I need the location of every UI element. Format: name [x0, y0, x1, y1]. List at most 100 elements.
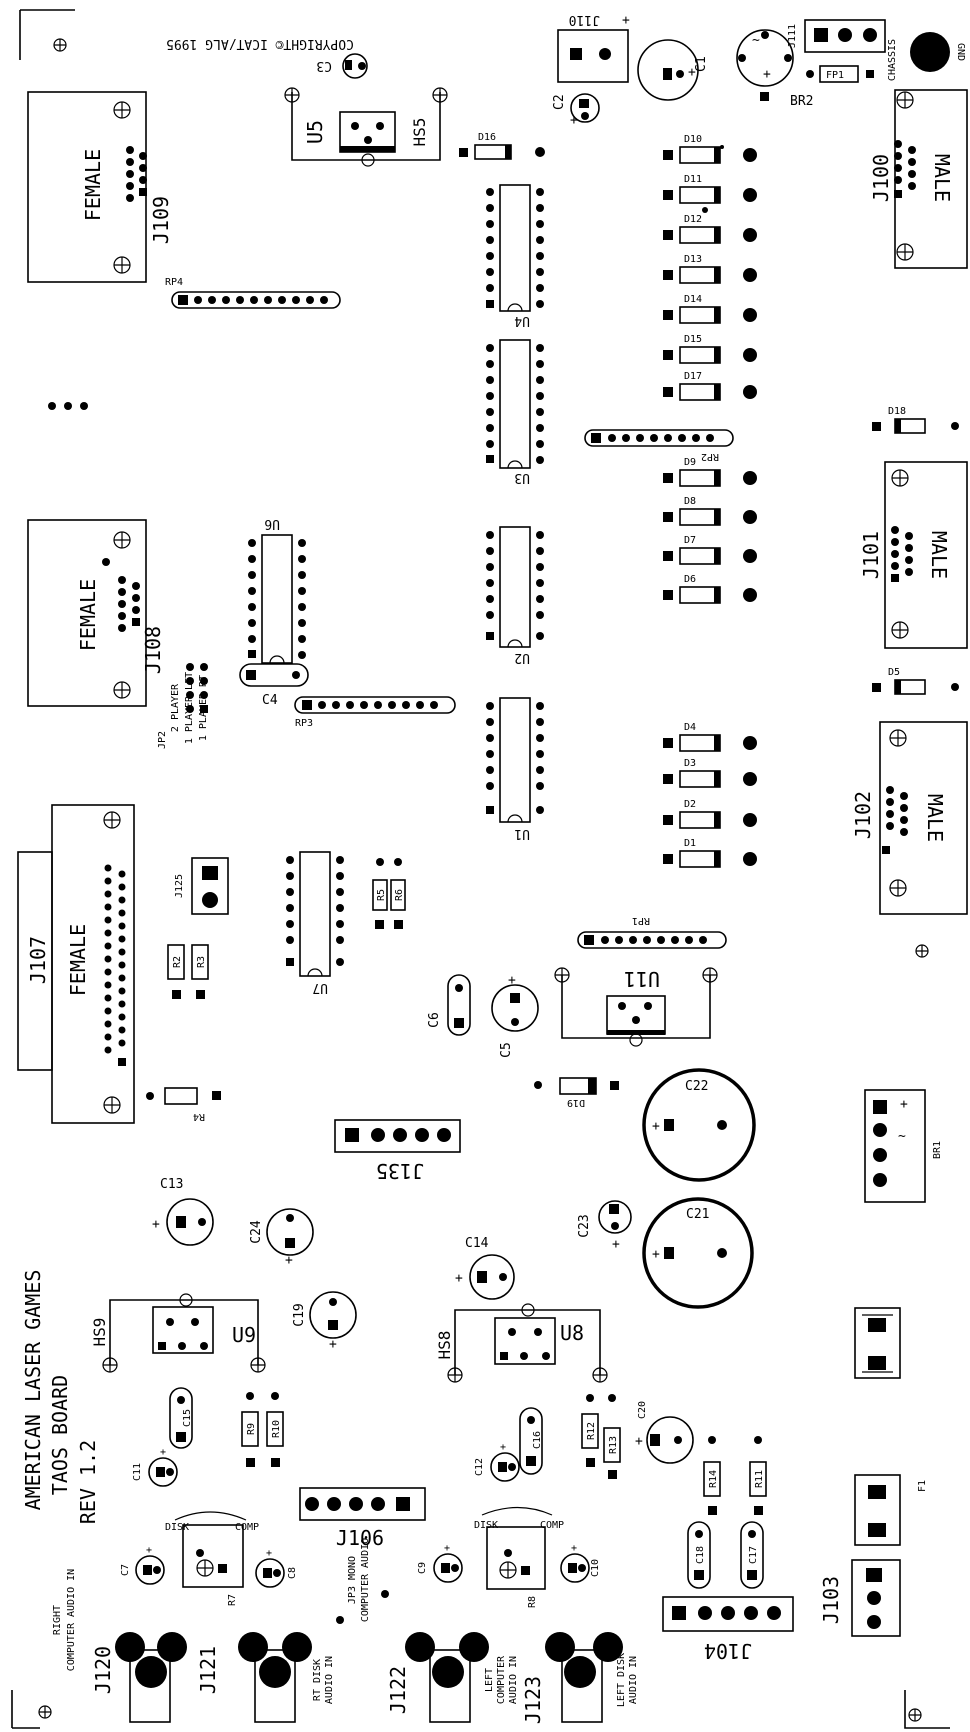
- capacitor-c12: + C12: [474, 1442, 520, 1482]
- svg-text:HS5: HS5: [410, 118, 429, 147]
- diode-d5: D5: [872, 667, 959, 695]
- svg-text:FP1: FP1: [826, 70, 844, 81]
- svg-text:D19: D19: [567, 1097, 585, 1108]
- svg-text:D16: D16: [478, 132, 496, 143]
- svg-text:HS9: HS9: [90, 1318, 109, 1347]
- svg-text:D2: D2: [684, 799, 696, 810]
- resistor-r3: R3: [191, 944, 209, 999]
- svg-text:C20: C20: [637, 1401, 648, 1419]
- svg-text:J101: J101: [859, 531, 883, 579]
- svg-text:D12: D12: [684, 214, 702, 225]
- chassis-ground: CHASSIS GND: [887, 32, 966, 81]
- svg-text:JP3 MONO: JP3 MONO: [347, 1556, 358, 1604]
- resistor-r9: R9: [241, 1392, 259, 1467]
- svg-text:C21: C21: [686, 1207, 709, 1222]
- svg-text:J122: J122: [386, 1666, 410, 1714]
- svg-text:D4: D4: [684, 722, 696, 733]
- board-title: AMERICAN LASER GAMES: [21, 1270, 45, 1511]
- svg-text:R11: R11: [754, 1470, 765, 1488]
- ic-u3: U3: [486, 339, 544, 485]
- svg-text:C13: C13: [160, 1177, 183, 1192]
- svg-text:U1: U1: [514, 826, 530, 841]
- svg-text:MALE: MALE: [923, 794, 947, 842]
- bridge-br1: + ~ BR1: [864, 1089, 943, 1203]
- svg-text:C15: C15: [182, 1409, 193, 1427]
- svg-text:+: +: [500, 1442, 506, 1453]
- diode-d13: D13: [663, 254, 757, 284]
- svg-text:C16: C16: [532, 1431, 543, 1449]
- capacitor-c22: + C22: [642, 1068, 756, 1182]
- svg-text:COMP: COMP: [235, 1522, 259, 1533]
- svg-text:J102: J102: [851, 791, 875, 839]
- connector-j109: FEMALE J109: [27, 91, 173, 283]
- capacitor-c2: + C2: [552, 93, 600, 128]
- svg-text:FEMALE: FEMALE: [76, 579, 100, 651]
- svg-text:JP2: JP2: [157, 731, 168, 749]
- diode-d14: D14: [663, 294, 757, 324]
- resistor-r13: R13: [603, 1394, 621, 1479]
- audio-jack-j120: J120 RIGHT COMPUTER AUDIO IN: [52, 1569, 187, 1723]
- svg-text:D18: D18: [888, 406, 906, 417]
- svg-text:+: +: [763, 67, 771, 82]
- svg-text:C14: C14: [465, 1236, 489, 1251]
- board-corner-marks: [11, 9, 950, 1729]
- svg-text:D17: D17: [684, 371, 702, 382]
- svg-text:C24: C24: [249, 1220, 264, 1244]
- diode-d7: D7: [663, 535, 757, 565]
- svg-text:R13: R13: [608, 1436, 619, 1454]
- svg-text:C12: C12: [474, 1458, 485, 1476]
- capacitor-c19: + C19: [292, 1291, 357, 1352]
- svg-text:+: +: [612, 1237, 620, 1252]
- svg-text:2 PLAYER: 2 PLAYER: [170, 683, 181, 732]
- svg-text:C6: C6: [427, 1012, 442, 1028]
- regulator-u11: U11: [554, 967, 718, 1047]
- diode-d8: D8: [663, 496, 757, 526]
- svg-text:LEFT: LEFT: [484, 1668, 495, 1692]
- fuse-f1: F1: [854, 1474, 928, 1546]
- capacitor-c10: + C10: [560, 1543, 601, 1583]
- svg-text:BR1: BR1: [932, 1141, 943, 1159]
- svg-text:D8: D8: [684, 496, 696, 507]
- svg-text:MALE: MALE: [927, 531, 951, 579]
- svg-text:J103: J103: [819, 1576, 843, 1624]
- connector-j101: MALE J101: [859, 461, 968, 649]
- audio-jack-j123: J123 LEFT DISK AUDIO IN: [521, 1632, 639, 1724]
- capacitor-c17: C17: [740, 1521, 764, 1589]
- audio-jack-j121: J121 RT DISK AUDIO IN: [196, 1632, 335, 1723]
- fuse-holder-upper: [854, 1307, 901, 1379]
- svg-text:+: +: [266, 1548, 272, 1559]
- svg-text:D13: D13: [684, 254, 702, 265]
- svg-text:R12: R12: [586, 1422, 597, 1440]
- resistor-r10: R10: [266, 1392, 284, 1467]
- resistor-r5: R5: [372, 858, 388, 929]
- svg-text:J104: J104: [704, 1639, 752, 1663]
- connector-j103: J103: [819, 1559, 901, 1637]
- svg-text:F1: F1: [917, 1480, 928, 1492]
- svg-text:C11: C11: [132, 1463, 143, 1481]
- svg-text:J109: J109: [149, 196, 173, 244]
- diode-d19: D19: [534, 1077, 619, 1108]
- svg-text:R5: R5: [376, 889, 387, 901]
- jumper-jp3: JP3 MONO COMPUTER AUDIO: [336, 1538, 389, 1624]
- svg-text:C18: C18: [695, 1546, 706, 1564]
- svg-text:U2: U2: [514, 650, 530, 665]
- svg-text:R10: R10: [271, 1420, 282, 1438]
- svg-text:R7: R7: [227, 1594, 238, 1606]
- svg-text:RT DISK: RT DISK: [312, 1659, 323, 1701]
- svg-text:J111: J111: [787, 24, 798, 48]
- svg-text:RIGHT: RIGHT: [52, 1605, 63, 1635]
- svg-text:J120: J120: [91, 1646, 115, 1694]
- svg-text:D15: D15: [684, 334, 702, 345]
- jumper-jp2: JP2 2 PLAYER 1 PLAYER LFT 1 PLAYER RT: [157, 663, 209, 749]
- svg-text:DISK: DISK: [165, 1522, 189, 1533]
- connector-j111: J111: [787, 19, 886, 53]
- connector-j108: FEMALE J108: [27, 519, 165, 707]
- capacitor-c16: C16: [519, 1407, 543, 1475]
- svg-text:C9: C9: [417, 1562, 428, 1574]
- svg-text:U5: U5: [303, 120, 327, 144]
- capacitor-c11: + C11: [132, 1447, 178, 1487]
- resistor-pack-rp3: RP3: [294, 696, 456, 729]
- svg-text:+: +: [455, 1271, 463, 1286]
- svg-text:~: ~: [898, 1129, 906, 1144]
- svg-text:R4: R4: [193, 1111, 205, 1122]
